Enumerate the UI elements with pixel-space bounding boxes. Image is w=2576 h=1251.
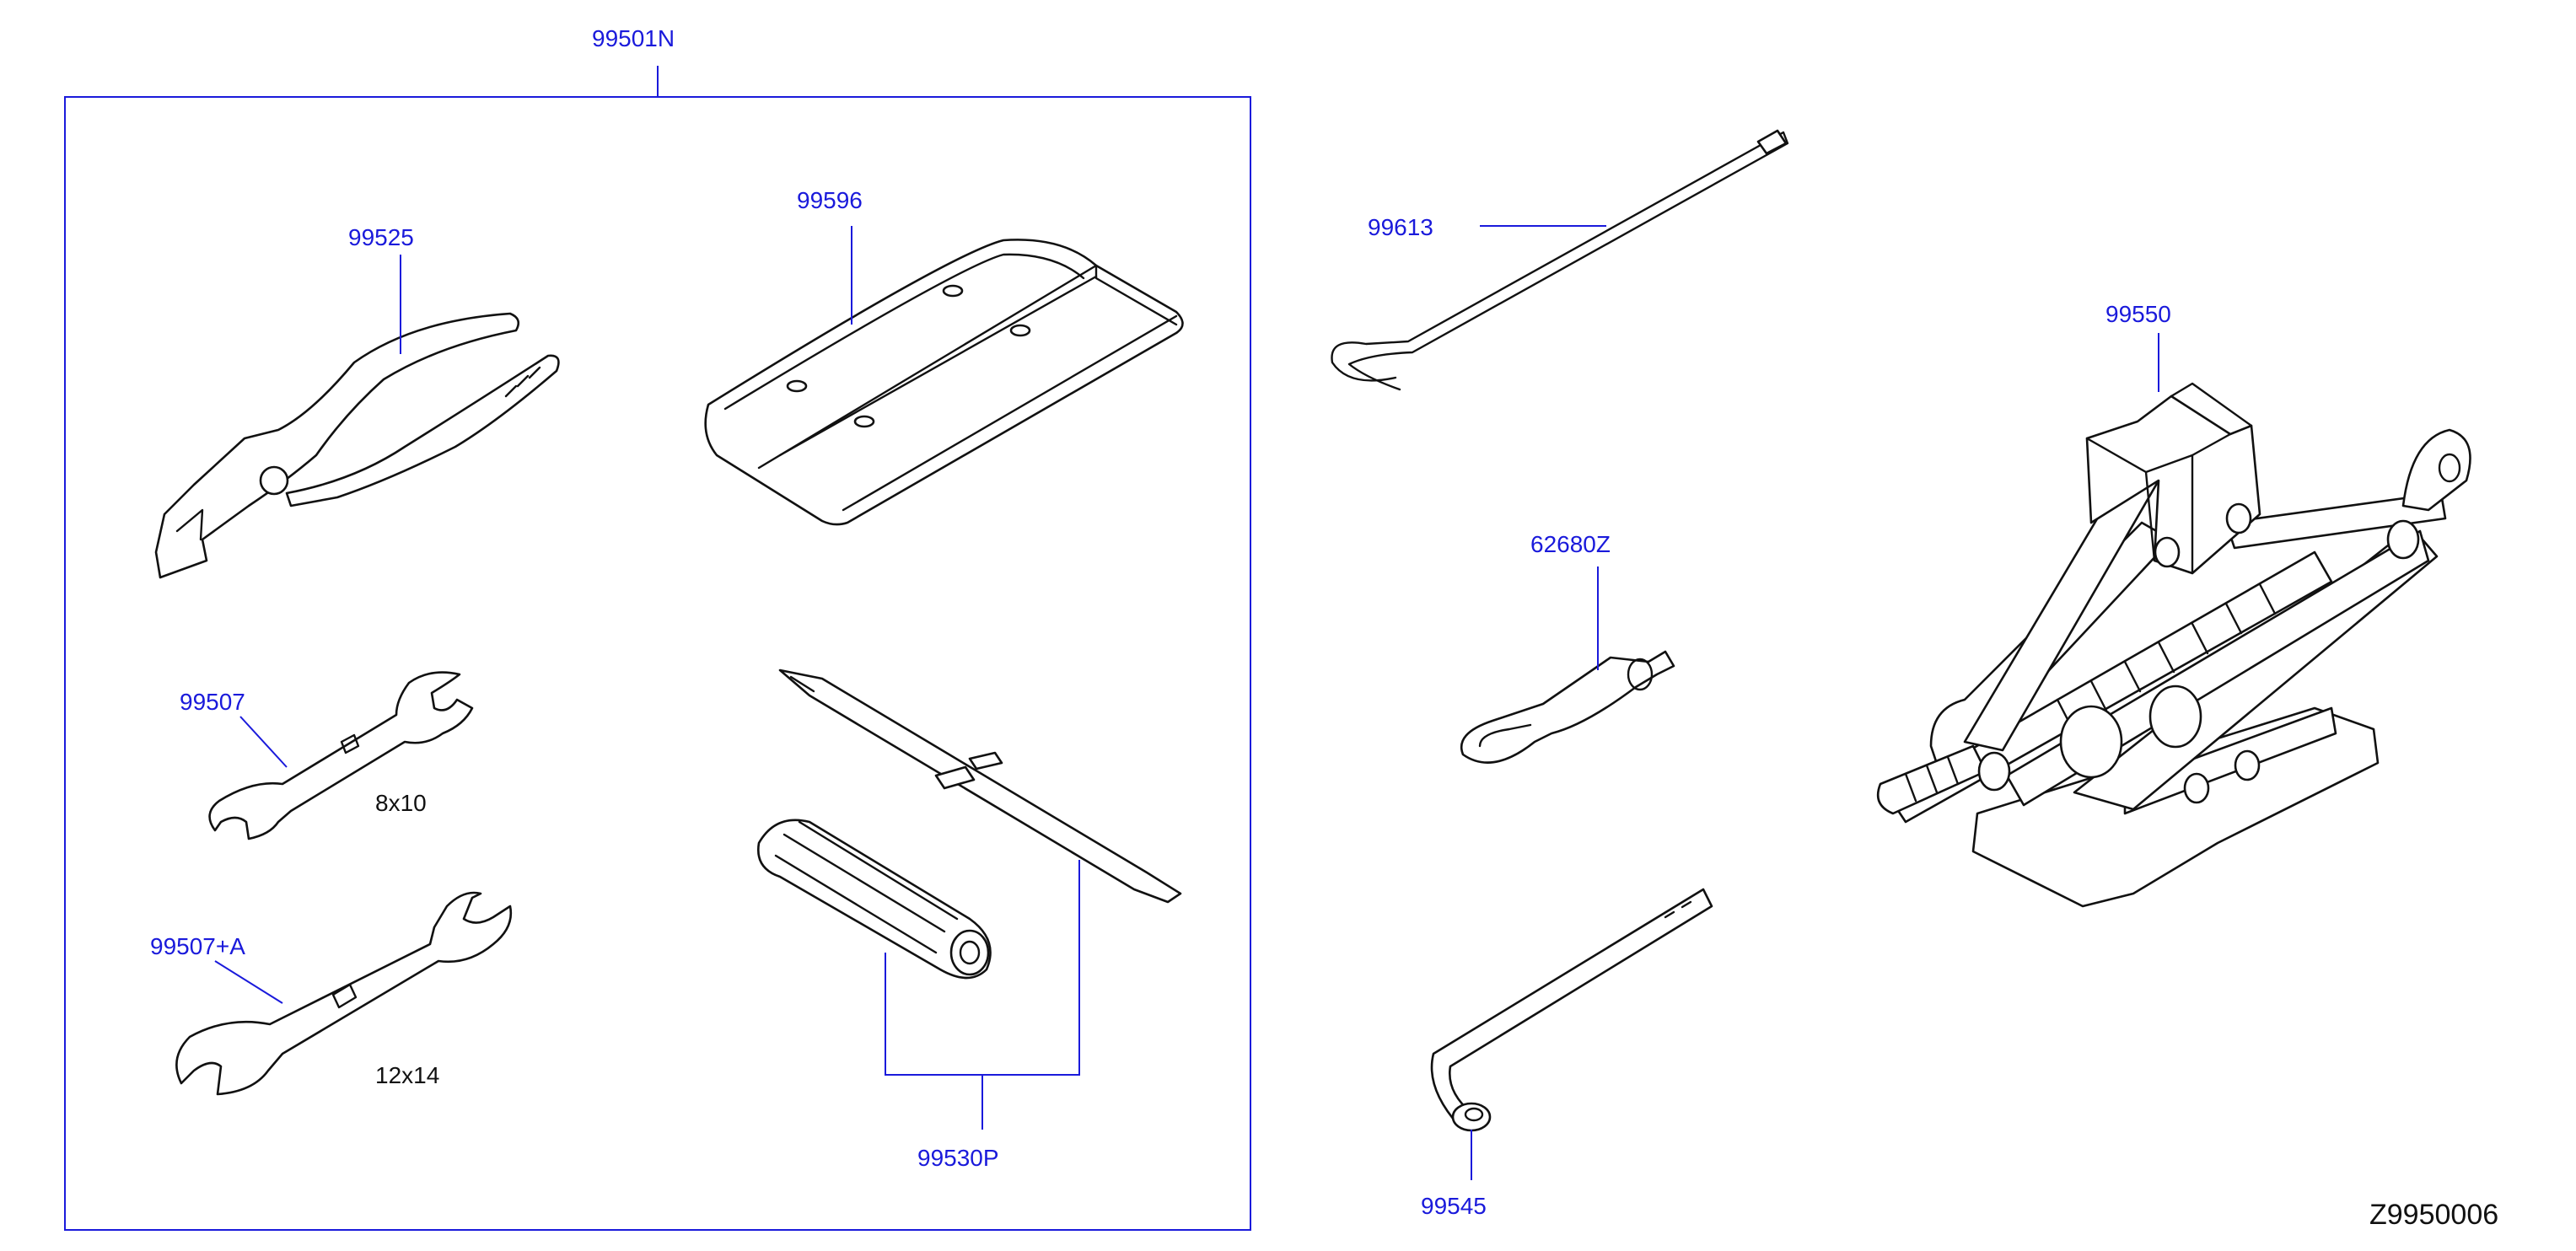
wheel-nut-wrench-label[interactable]: 99545 xyxy=(1421,1193,1487,1219)
wrench-small-size: 8x10 xyxy=(375,790,427,816)
wrench-small-drawing[interactable]: 99507 8x10 xyxy=(180,671,474,840)
hook-rod-label[interactable]: 99613 xyxy=(1368,214,1433,240)
wrench-large-leader xyxy=(214,960,283,1004)
tool-bag-drawing[interactable]: 99596 xyxy=(704,187,1184,526)
kit-label[interactable]: 99501N xyxy=(592,25,675,51)
hook-rod-drawing[interactable]: 99613 xyxy=(1331,129,1789,391)
wrench-large-size: 12x14 xyxy=(375,1062,439,1088)
jack-drawing[interactable]: 99550 xyxy=(1876,301,2471,908)
screwdriver-drawing[interactable]: 99530P xyxy=(756,668,1182,1171)
wrench-small-leader xyxy=(239,716,288,768)
wheel-nut-wrench-drawing[interactable]: 99545 xyxy=(1421,888,1713,1219)
diagram-code: Z9950006 xyxy=(2369,1199,2498,1231)
tow-hook-drawing[interactable]: 62680Z xyxy=(1460,531,1675,764)
wrench-small-label[interactable]: 99507 xyxy=(180,689,245,715)
wrench-large-drawing[interactable]: 99507+A 12x14 xyxy=(150,891,513,1096)
screwdriver-label[interactable]: 99530P xyxy=(917,1145,999,1171)
jack-label[interactable]: 99550 xyxy=(2105,301,2171,327)
pliers-label[interactable]: 99525 xyxy=(348,224,414,250)
tool-bag-label[interactable]: 99596 xyxy=(797,187,863,213)
pliers-drawing[interactable]: 99525 xyxy=(154,224,560,579)
wrench-large-label[interactable]: 99507+A xyxy=(150,933,245,959)
tow-hook-label[interactable]: 62680Z xyxy=(1530,531,1611,557)
